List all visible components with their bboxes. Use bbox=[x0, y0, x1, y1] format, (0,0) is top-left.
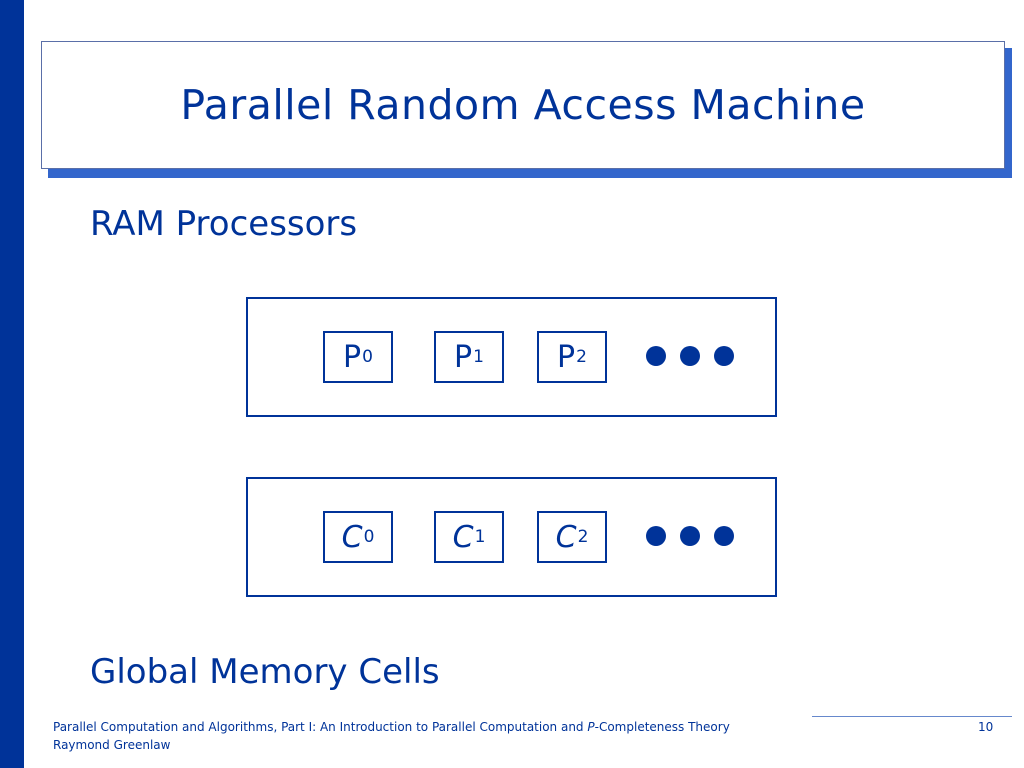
heading-global-memory-cells: Global Memory Cells bbox=[90, 652, 440, 692]
cell-letter: C bbox=[452, 519, 474, 555]
dot-icon bbox=[680, 526, 700, 546]
cell-index: 2 bbox=[577, 527, 589, 547]
processor-index: 1 bbox=[473, 347, 484, 367]
processor-letter: P bbox=[557, 339, 576, 375]
footer-course-title-p: P bbox=[587, 720, 595, 734]
ellipsis-dots-icon bbox=[646, 526, 742, 548]
dot-icon bbox=[714, 526, 734, 546]
ellipsis-dots-icon bbox=[646, 346, 742, 368]
cell-index: 0 bbox=[363, 527, 375, 547]
slide-title: Parallel Random Access Machine bbox=[180, 81, 866, 129]
cell-letter: C bbox=[555, 519, 577, 555]
dot-icon bbox=[646, 346, 666, 366]
dot-icon bbox=[646, 526, 666, 546]
cell-letter: C bbox=[341, 519, 363, 555]
footer-course-title-end: -Completeness Theory bbox=[594, 720, 730, 734]
cell-index: 1 bbox=[474, 527, 486, 547]
processor-letter: P bbox=[343, 339, 362, 375]
footer-course-title: Parallel Computation and Algorithms, Par… bbox=[53, 720, 730, 734]
heading-ram-processors: RAM Processors bbox=[90, 204, 358, 244]
dot-icon bbox=[714, 346, 734, 366]
dot-icon bbox=[680, 346, 700, 366]
processor-index: 2 bbox=[576, 347, 587, 367]
page-number: 10 bbox=[978, 720, 994, 734]
processor-index: 0 bbox=[362, 347, 373, 367]
title-box: Parallel Random Access Machine bbox=[41, 41, 1005, 169]
footer-course-title-start: Parallel Computation and Algorithms, Par… bbox=[53, 720, 588, 734]
footer-divider bbox=[812, 716, 1012, 717]
footer-author: Raymond Greenlaw bbox=[53, 738, 171, 752]
processor-letter: P bbox=[454, 339, 473, 375]
left-accent-bar bbox=[0, 0, 24, 768]
